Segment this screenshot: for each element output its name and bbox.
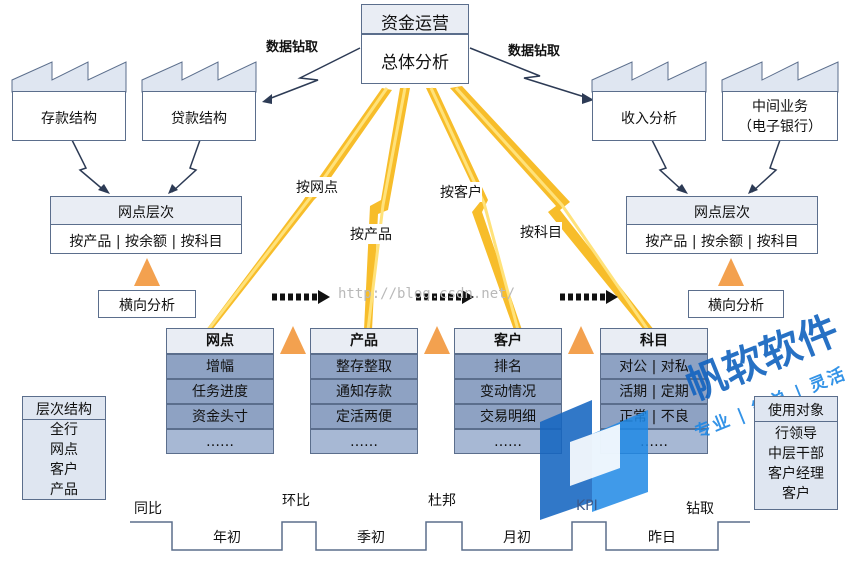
timeline-mom: 环比: [282, 493, 310, 509]
timeline-yesterday: 昨日: [648, 530, 676, 546]
category-row-netpoint[interactable]: 资金头寸: [166, 404, 274, 429]
lightning-bolt-product: [364, 87, 410, 331]
drill-arrow-left: [265, 47, 361, 101]
top-title-box: 资金运营: [361, 4, 469, 34]
factory-icon-loan: [141, 61, 257, 93]
level-item: 网点: [50, 442, 78, 458]
watermark-url: http://blog.csdn.net/: [338, 286, 516, 302]
level-item: 全行: [50, 422, 78, 438]
timeline-kpi: KPI: [576, 498, 598, 514]
category-row-customer[interactable]: 交易明细: [454, 404, 562, 429]
triangle-between-3: [568, 326, 594, 354]
bolt-label-subject: 按科目: [520, 222, 562, 242]
lightning-bolt-customer: [426, 87, 522, 331]
category-row-customer[interactable]: 排名: [454, 354, 562, 379]
timeline-line: [130, 521, 750, 551]
user-item: 行领导: [775, 426, 817, 442]
hierarchy-right-title: 网点层次: [694, 205, 750, 221]
bolt-label-customer: 按客户: [440, 182, 482, 202]
lateral-analysis-right-label: 横向分析: [708, 298, 764, 314]
category-header-product[interactable]: 产品: [310, 328, 418, 354]
overall-analysis-box[interactable]: 总体分析: [361, 34, 469, 84]
top-title: 资金运营: [381, 14, 449, 34]
category-header-customer[interactable]: 客户: [454, 328, 562, 354]
drill-label-right: 数据钻取: [508, 44, 561, 59]
flow-arrow-3: [560, 290, 618, 304]
category-row-product[interactable]: 定活两便: [310, 404, 418, 429]
timeline-year-start: 年初: [213, 530, 241, 546]
category-row-subject[interactable]: 正常 | 不良: [600, 404, 708, 429]
hierarchy-left-items: 按产品 | 按余额 | 按科目: [69, 234, 223, 250]
triangle-lateral-left: [134, 258, 160, 286]
income-analysis-box[interactable]: 收入分析: [592, 91, 706, 141]
category-row-netpoint[interactable]: ……: [166, 429, 274, 454]
drill-label-left: 数据钻取: [266, 40, 319, 55]
factory-icon-income: [591, 61, 707, 93]
income-analysis-label: 收入分析: [621, 111, 677, 127]
lightning-bolt-netpoint: [206, 87, 392, 331]
target-users-box: 使用对象 行领导 中层干部 客户经理 客户: [754, 396, 838, 510]
timeline-dupont: 杜邦: [428, 493, 456, 509]
category-row-product[interactable]: 通知存款: [310, 379, 418, 404]
factory-icon-intermediate: [721, 61, 839, 93]
hierarchy-left-box: 网点层次 按产品 | 按余额 | 按科目: [50, 196, 242, 254]
factory-icon-deposit: [11, 61, 127, 93]
deposit-structure-label: 存款结构: [41, 111, 97, 127]
level-item: 客户: [50, 462, 78, 478]
lateral-analysis-right[interactable]: 横向分析: [688, 290, 784, 318]
lightning-bolt-subject: [450, 86, 654, 331]
hierarchy-right-box: 网点层次 按产品 | 按余额 | 按科目: [626, 196, 818, 254]
intermediate-business-box[interactable]: 中间业务 （电子银行）: [722, 91, 838, 141]
category-header-netpoint[interactable]: 网点: [166, 328, 274, 354]
bolt-label-netpoint: 按网点: [296, 177, 338, 197]
category-row-product[interactable]: ……: [310, 429, 418, 454]
user-item: 客户经理: [768, 466, 824, 482]
user-item: 客户: [782, 486, 810, 502]
lateral-analysis-left[interactable]: 横向分析: [98, 290, 196, 318]
timeline-yoy: 同比: [134, 501, 162, 517]
timeline-drill: 钻取: [686, 501, 714, 517]
category-row-subject[interactable]: 活期 | 定期: [600, 379, 708, 404]
triangle-between-1: [280, 326, 306, 354]
category-row-customer[interactable]: 变动情况: [454, 379, 562, 404]
flow-arrow-1: [272, 290, 330, 304]
category-row-netpoint[interactable]: 任务进度: [166, 379, 274, 404]
fanruan-logo-icon: [540, 400, 648, 520]
target-users-title: 使用对象: [768, 403, 824, 419]
user-item: 中层干部: [768, 446, 824, 462]
level-structure-box: 层次结构 全行 网点 客户 产品: [22, 396, 106, 500]
deposit-structure-box[interactable]: 存款结构: [12, 91, 126, 141]
hierarchy-left-title: 网点层次: [118, 205, 174, 221]
category-row-product[interactable]: 整存整取: [310, 354, 418, 379]
drill-arrow-right: [469, 47, 589, 99]
lateral-analysis-left-label: 横向分析: [119, 298, 175, 314]
bolt-label-product: 按产品: [350, 224, 392, 244]
category-row-netpoint[interactable]: 增幅: [166, 354, 274, 379]
timeline-month-start: 月初: [503, 530, 531, 546]
triangle-between-2: [424, 326, 450, 354]
intermediate-business-label: 中间业务: [752, 99, 808, 115]
level-structure-title: 层次结构: [36, 402, 92, 418]
category-row-subject[interactable]: 对公 | 对私: [600, 354, 708, 379]
flow-arrow-2: [416, 290, 474, 304]
loan-structure-box[interactable]: 贷款结构: [142, 91, 256, 141]
category-header-subject[interactable]: 科目: [600, 328, 708, 354]
level-item: 产品: [50, 482, 78, 498]
triangle-lateral-right: [718, 258, 744, 286]
hierarchy-right-items: 按产品 | 按余额 | 按科目: [645, 234, 799, 250]
overall-analysis-label: 总体分析: [381, 53, 449, 73]
e-banking-label: （电子银行）: [738, 119, 822, 135]
loan-structure-label: 贷款结构: [171, 111, 227, 127]
timeline-quarter-start: 季初: [357, 530, 385, 546]
